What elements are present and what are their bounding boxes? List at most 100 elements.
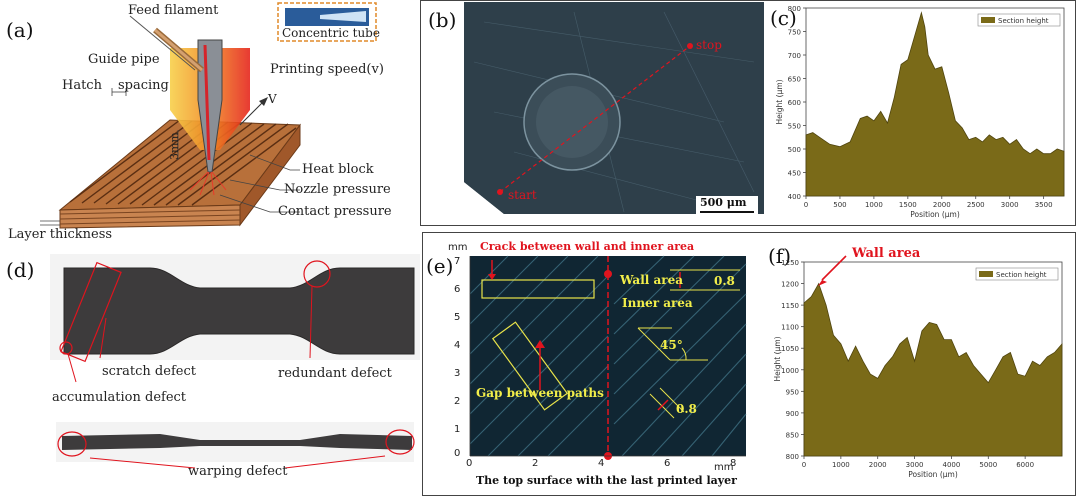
x-tick: 2 xyxy=(532,458,539,469)
x-tick: 4 xyxy=(598,458,605,469)
redundant-defect-label: redundant defect xyxy=(278,366,392,381)
y-tick-label: 650 xyxy=(788,76,801,84)
hatch-label: Hatch xyxy=(62,78,102,93)
dimension-label: 3mm xyxy=(168,132,181,160)
legend-label: Section height xyxy=(998,17,1049,25)
concentric-tube-inset xyxy=(277,2,377,42)
y-tick: 5 xyxy=(454,312,461,323)
y-tick-label: 1000 xyxy=(781,367,799,375)
section-height-area xyxy=(803,282,1063,457)
accumulation-defect-label: accumulation defect xyxy=(52,390,187,405)
y-tick: 4 xyxy=(454,340,461,351)
dogbone-specimen xyxy=(63,267,415,355)
legend-box xyxy=(975,267,1059,281)
y-ticks: 7 6 5 4 3 2 1 0 xyxy=(454,256,468,459)
legend-label: Section height xyxy=(996,271,1047,279)
y-tick-label: 1150 xyxy=(781,302,799,310)
legend-swatch xyxy=(981,17,995,23)
x-ticks: 0 2 4 6 8 xyxy=(466,458,756,470)
panel-b-label: (b) xyxy=(428,8,457,32)
feed-filament-label: Feed filament xyxy=(128,3,219,18)
callout-lines xyxy=(40,88,300,226)
legend-box xyxy=(977,13,1061,27)
x-tick-label: 3000 xyxy=(906,461,924,469)
x-tick-label: 0 xyxy=(804,201,808,209)
y-tick-label: 400 xyxy=(788,193,801,201)
x-tick: 8 xyxy=(730,458,737,469)
crack-label: Crack between wall and inner area xyxy=(480,240,695,253)
y-tick-label: 1200 xyxy=(781,281,799,289)
x-tick: 6 xyxy=(664,458,671,469)
inner-area-label: Inner area xyxy=(622,296,693,310)
x-tick-label: 1500 xyxy=(899,201,917,209)
y-tick-label: 950 xyxy=(786,388,799,396)
scale-bar-label: 500 μm xyxy=(700,196,747,209)
panel-d-label: (d) xyxy=(6,258,35,282)
guide-pipe xyxy=(129,15,204,73)
crack-box xyxy=(481,279,595,299)
panel-a: (a) Feed filament Concentric tube Guide … xyxy=(0,0,412,242)
warping-defect-label: warping defect xyxy=(188,464,288,479)
y-tick: 1 xyxy=(454,424,461,435)
contact-pressure-label: Contact pressure xyxy=(278,204,392,219)
panel-d: (d) scratch defect redundant defect accu… xyxy=(0,250,420,501)
legend-swatch xyxy=(979,271,993,277)
y-tick: 3 xyxy=(454,368,461,379)
micrograph-image xyxy=(424,2,764,222)
y-tick-label: 1250 xyxy=(781,259,799,267)
panel-c-label: (c) xyxy=(770,6,797,30)
y-tick-label: 900 xyxy=(786,410,799,418)
annotation-arrowhead xyxy=(818,280,827,286)
y-axis-label: Height (μm) xyxy=(773,336,782,381)
y-tick: 2 xyxy=(454,396,461,407)
y-tick-label: 550 xyxy=(788,123,801,131)
y-tick: 0 xyxy=(454,448,461,459)
y-tick-label: 500 xyxy=(788,146,801,154)
wall-value-label: 0.8 xyxy=(714,274,735,288)
x-tick-label: 6000 xyxy=(1016,461,1034,469)
scratch-box xyxy=(60,261,122,363)
x-tick-label: 1000 xyxy=(832,461,850,469)
y-tick-label: 700 xyxy=(788,52,801,60)
guide-pipe-label: Guide pipe xyxy=(88,52,160,67)
nozzle xyxy=(189,39,227,196)
layer-thickness-label: Layer thickness xyxy=(8,227,113,242)
panel-bc-frame xyxy=(420,0,1076,226)
x-tick-label: 2000 xyxy=(933,201,951,209)
x-tick-label: 500 xyxy=(833,201,846,209)
nozzle-pressure-label: Nozzle pressure xyxy=(284,182,391,197)
y-tick-label: 750 xyxy=(788,29,801,37)
y-tick: 7 xyxy=(454,256,461,267)
y-tick-label: 450 xyxy=(788,170,801,178)
scratch-defect-label: scratch defect xyxy=(102,364,196,379)
x-axis-label: Position (μm) xyxy=(910,210,960,219)
surface-image xyxy=(469,255,747,460)
x-tick-label: 2000 xyxy=(869,461,887,469)
y-tick-label: 600 xyxy=(788,99,801,107)
x-unit-label: mm xyxy=(714,462,734,473)
concentric-tube-label: Concentric tube xyxy=(282,26,380,40)
panel-f-label: (f) xyxy=(768,244,792,268)
angle-label: 45° xyxy=(660,338,683,352)
wall-area-annotation: Wall area xyxy=(852,246,921,261)
x-tick-label: 0 xyxy=(802,461,806,469)
gap-value-label: 0.8 xyxy=(676,402,697,416)
panel-b: (b) start stop 500 μm xyxy=(424,2,764,222)
printing-diagram xyxy=(40,2,377,229)
speed-arrow xyxy=(239,97,268,126)
panel-ef-frame xyxy=(422,232,1076,496)
speed-symbol: V xyxy=(268,92,277,106)
x-tick: 0 xyxy=(466,458,473,469)
start-label: start xyxy=(508,188,537,202)
section-height-area xyxy=(805,11,1065,197)
y-tick-label: 1100 xyxy=(781,324,799,332)
surface-caption: The top surface with the last printed la… xyxy=(476,474,737,487)
panel-e-label: (e) xyxy=(426,254,454,278)
y-unit-label: mm xyxy=(448,242,468,253)
wall-area-label: Wall area xyxy=(620,273,684,287)
gap-label: Gap between paths xyxy=(476,386,604,400)
x-tick-label: 3000 xyxy=(1001,201,1019,209)
x-tick-label: 2500 xyxy=(967,201,985,209)
